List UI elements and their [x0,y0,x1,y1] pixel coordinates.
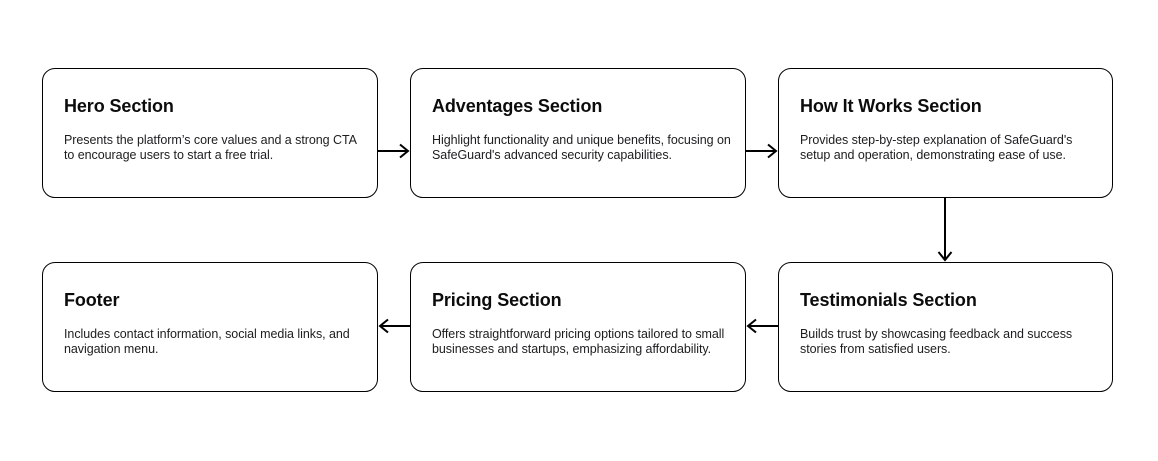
node-title: Pricing Section [432,290,562,310]
node-footer[interactable]: Footer Includes contact information, soc… [42,262,378,392]
connector-adventages-to-how-it-works [746,143,778,159]
node-testimonials-section[interactable]: Testimonials Section Builds trust by sho… [778,262,1113,392]
node-title: Hero Section [64,96,174,116]
node-title: How It Works Section [800,96,982,116]
node-title: Adventages Section [432,96,603,116]
node-description: Highlight functionality and unique benef… [432,133,731,162]
node-description: Provides step-by-step explanation of Saf… [800,133,1073,162]
connector-hero-to-adventages [378,143,410,159]
connector-testimonials-to-pricing [746,318,778,334]
node-title: Footer [64,290,120,310]
node-title: Testimonials Section [800,290,977,310]
node-description: Includes contact information, social med… [64,327,350,356]
node-description: Presents the platform’s core values and … [64,133,357,162]
node-description: Offers straightforward pricing options t… [432,327,725,356]
node-pricing-section[interactable]: Pricing Section Offers straightforward p… [410,262,746,392]
node-adventages-section[interactable]: Adventages Section Highlight functionali… [410,68,746,198]
node-description: Builds trust by showcasing feedback and … [800,327,1073,356]
connector-pricing-to-footer [378,318,410,334]
node-how-it-works-section[interactable]: How It Works Section Provides step-by-st… [778,68,1113,198]
node-hero-section[interactable]: Hero Section Presents the platform’s cor… [42,68,378,198]
connector-how-it-works-to-testimonials [937,198,953,262]
